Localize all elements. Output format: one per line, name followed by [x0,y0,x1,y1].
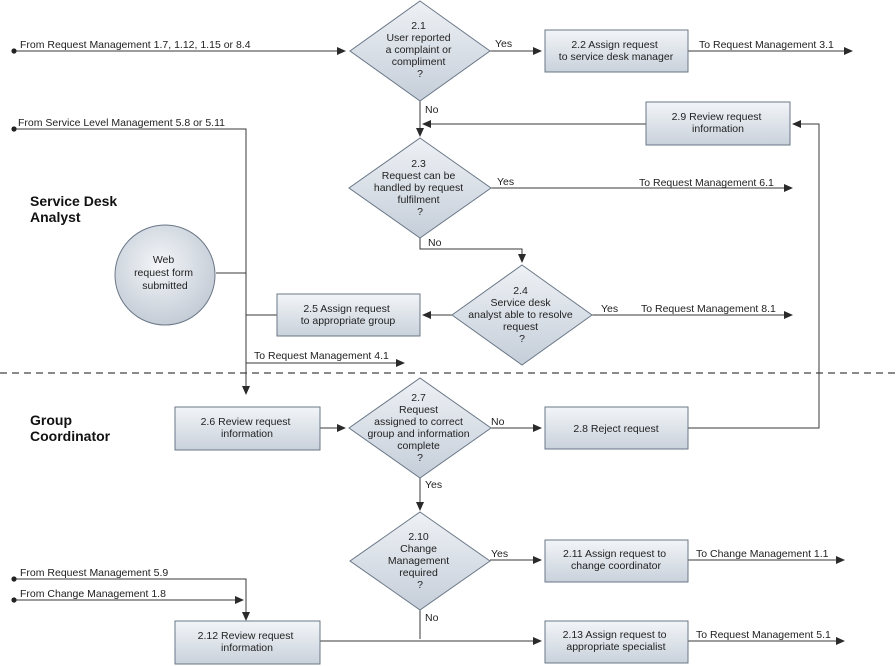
output-label-rm-6-1: To Request Management 6.1 [639,177,774,189]
lane-label-coordinator: Group Coordinator [30,412,111,444]
decision-2-10[interactable]: 2.10 Change Management required ? [349,511,491,611]
svg-text:2.13 Assign request to a: 2.13 Assign request to appropriate speci… [563,629,670,653]
svg-text:Web request form s: Web request form submitted [134,254,196,292]
branch-label-yes: Yes [495,38,512,50]
branch-label-no: No [428,237,442,249]
svg-text:2.7 Request assign: 2.7 Request assigned to correct group an… [367,392,472,464]
task-2-11[interactable]: 2.11 Assign request to change coordinato… [544,539,689,583]
input-dot [11,126,17,132]
input-dot [11,48,17,54]
branch-label-no: No [425,104,439,116]
task-2-2[interactable]: 2.2 Assign request to service desk manag… [544,29,689,73]
task-2-5[interactable]: 2.5 Assign request to appropriate group [276,293,421,337]
svg-text:2.8 Reject request: 2.8 Reject request [573,423,658,435]
input-label-change-mgmt-18: From Change Management 1.8 [20,588,166,600]
branch-label-no: No [425,612,439,624]
svg-text:2.11 Assign request to c: 2.11 Assign request to change coordinato… [563,548,669,572]
task-2-8[interactable]: 2.8 Reject request [544,406,689,450]
branch-label-yes: Yes [491,548,508,560]
svg-text:2.9 Review request infor: 2.9 Review request information [672,111,765,135]
connector-lines [14,47,853,645]
svg-text:2.6 Review request infor: 2.6 Review request information [201,416,294,440]
output-label-rm-5-1: To Request Management 5.1 [696,629,831,641]
svg-text:2.10 Change Manage: 2.10 Change Management required ? [388,531,452,591]
svg-text:2.2 Assign request to se: 2.2 Assign request to service desk manag… [559,39,674,63]
lane-label-analyst: Service Desk Analyst [30,193,121,225]
output-label-cm-1-1: To Change Management 1.1 [696,548,829,560]
branch-label-yes: Yes [425,479,442,491]
task-2-6[interactable]: 2.6 Review request information [174,406,321,451]
input-label-request-mgmt: From Request Management 1.7, 1.12, 1.15 … [20,39,251,51]
decision-2-1[interactable]: 2.1 User reported a complaint or complim… [349,0,491,102]
decision-2-7[interactable]: 2.7 Request assigned to correct group an… [348,377,492,479]
branch-label-yes: Yes [497,176,514,188]
task-2-9[interactable]: 2.9 Review request information [645,101,791,146]
input-dot [11,597,17,603]
branch-label-no: No [491,416,505,428]
svg-text:2.5 Assign request to ap: 2.5 Assign request to appropriate group [301,303,396,327]
task-2-13[interactable]: 2.13 Assign request to appropriate speci… [544,620,689,664]
input-label-slm: From Service Level Management 5.8 or 5.1… [18,117,225,129]
svg-text:2.12 Review request info: 2.12 Review request information [198,630,297,654]
output-label-rm-4-1: To Request Management 4.1 [254,350,389,362]
output-label-rm-8-1: To Request Management 8.1 [641,303,776,315]
decision-2-4[interactable]: 2.4 Service desk analyst able to resolve… [451,264,593,366]
web-form-event[interactable]: Web request form submitted [114,224,216,326]
svg-text:2.3 Request can be: 2.3 Request can be handled by request fu… [374,158,466,218]
decision-2-3[interactable]: 2.3 Request can be handled by request fu… [348,137,492,239]
svg-text:2.4 Service desk a: 2.4 Service desk analyst able to resolve… [468,285,575,345]
task-2-12[interactable]: 2.12 Review request information [174,620,321,665]
input-label-request-mgmt-59: From Request Management 5.9 [20,567,168,579]
input-dot [11,576,17,582]
svg-text:2.1 User reported: 2.1 User reported a complaint or complim… [386,20,455,80]
branch-label-yes: Yes [601,303,618,315]
output-label-rm-3-1: To Request Management 3.1 [699,39,834,51]
